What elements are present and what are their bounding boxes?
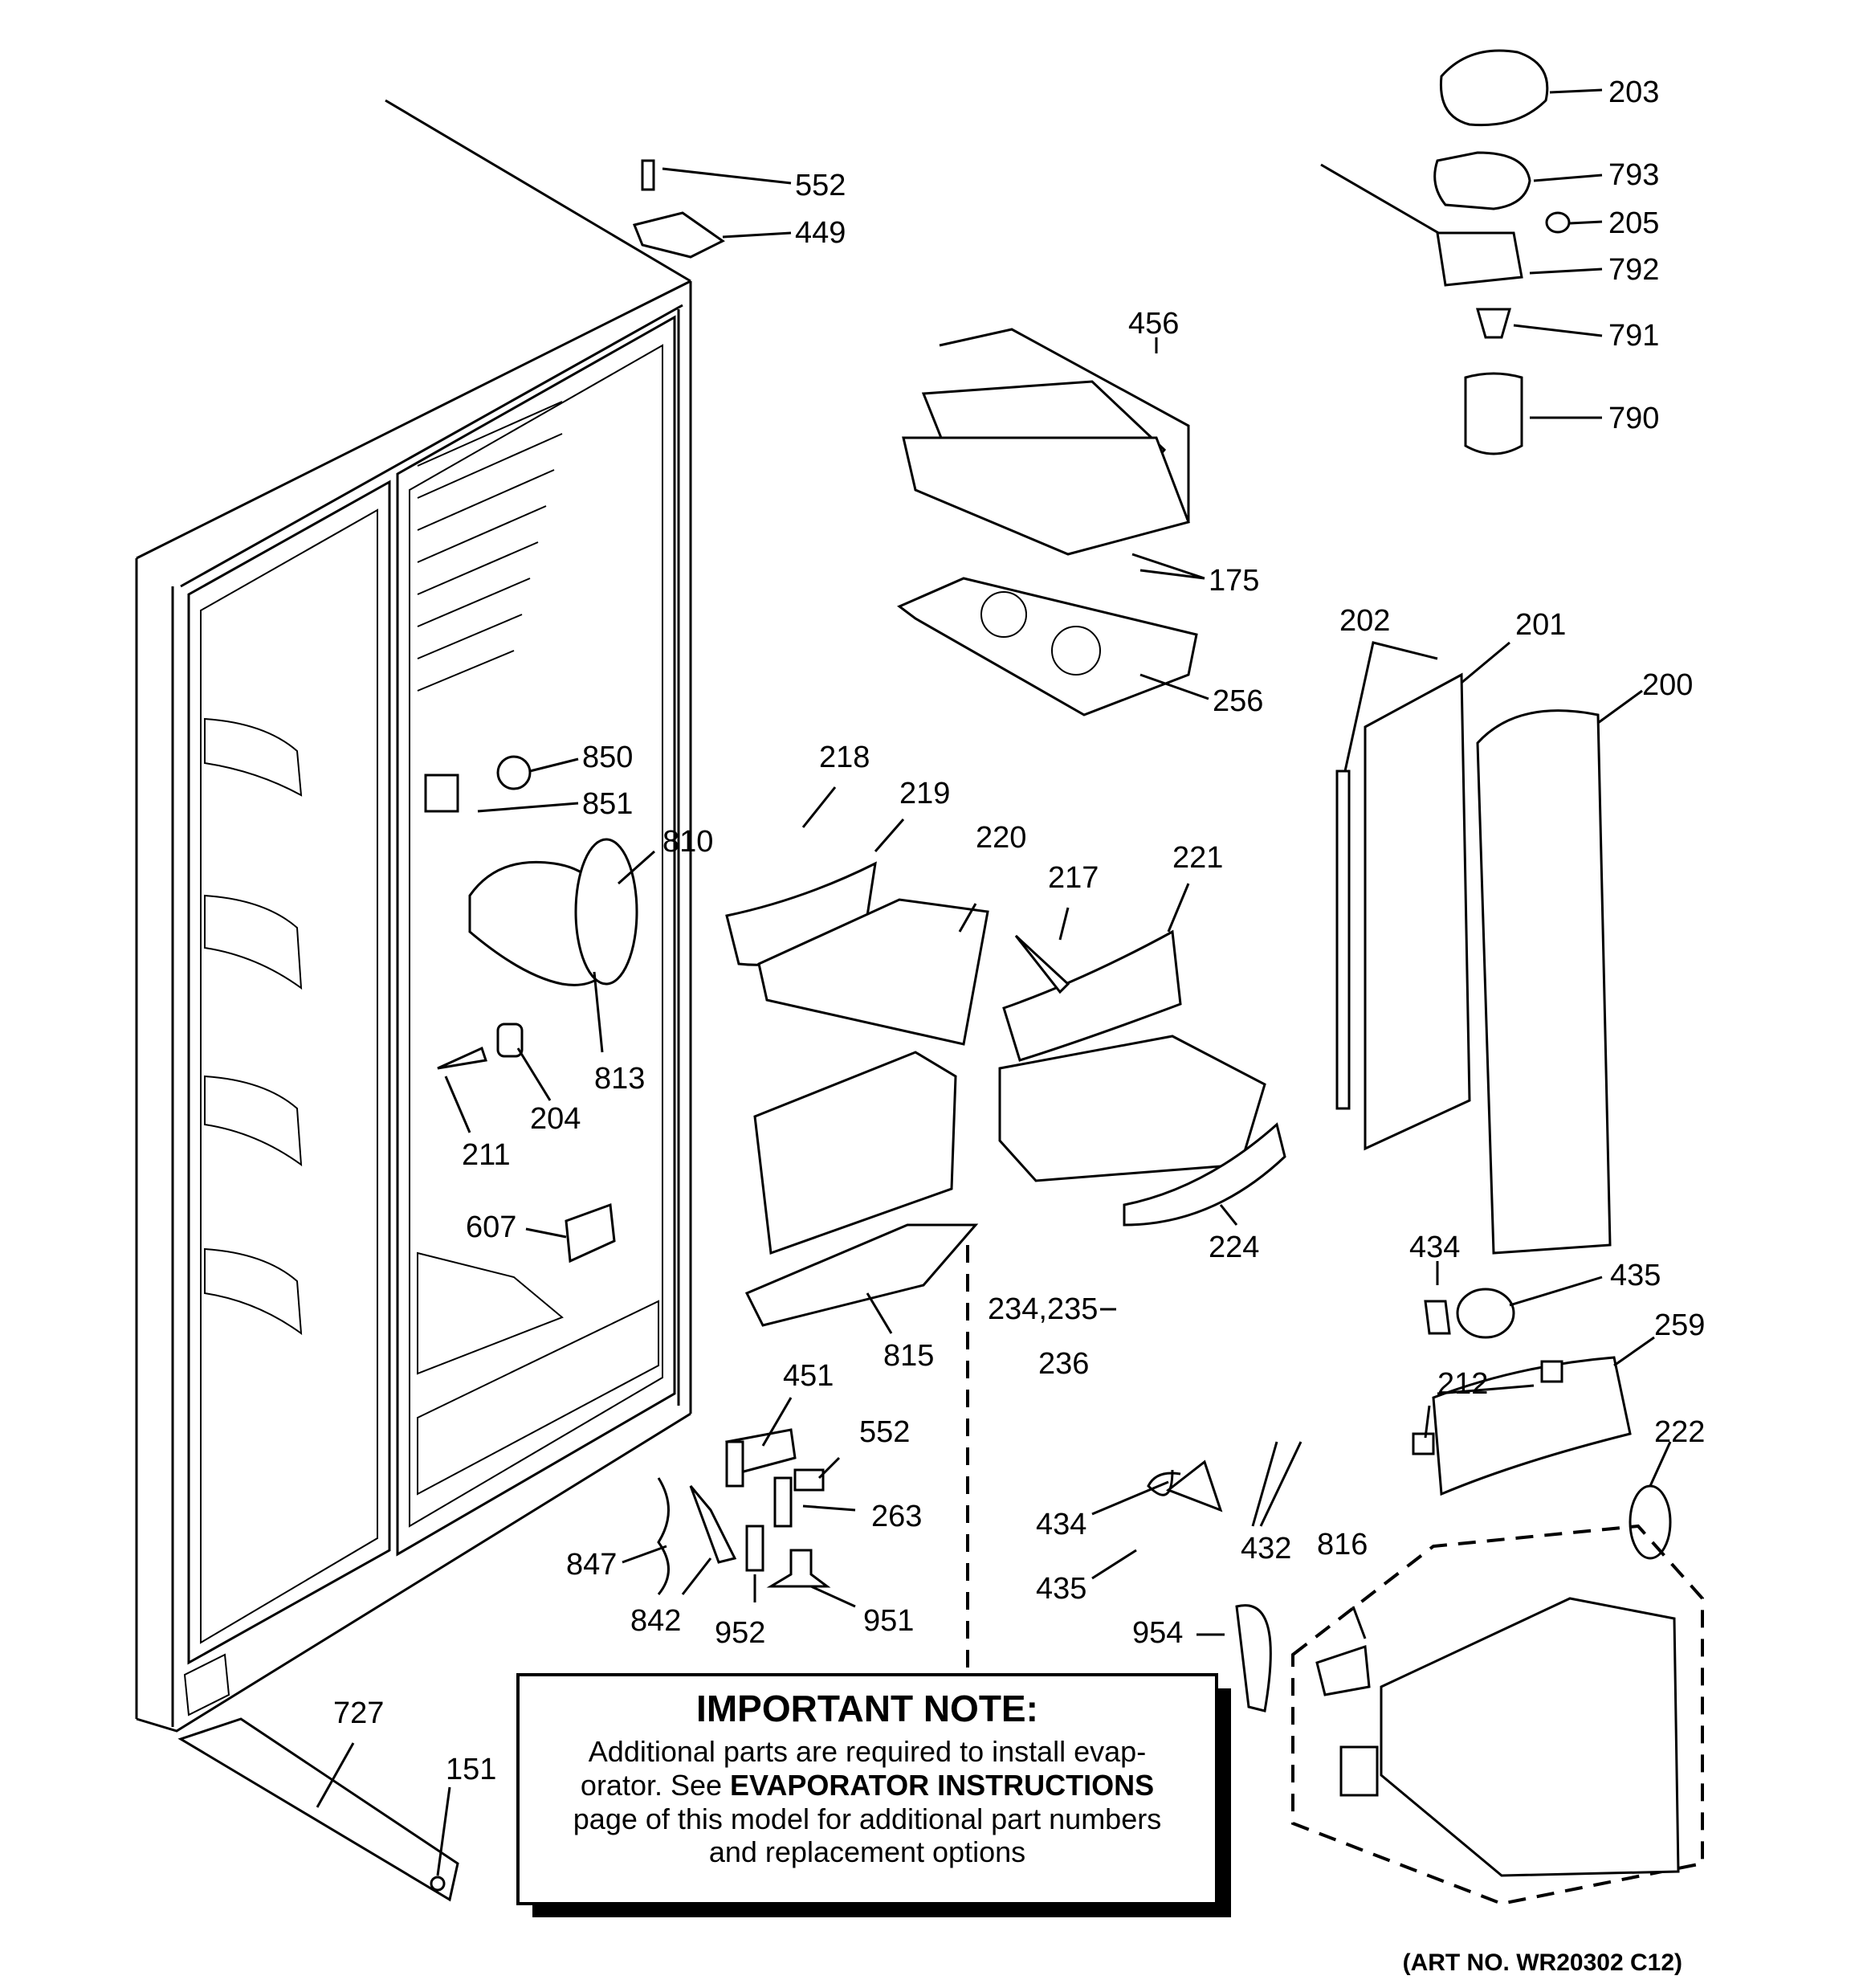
callout-456: 456: [1128, 307, 1179, 341]
callout-793: 793: [1608, 158, 1659, 192]
callout-813: 813: [594, 1062, 645, 1096]
callout-607: 607: [466, 1210, 516, 1244]
note-line-2: orator. See EVAPORATOR INSTRUCTIONS: [581, 1769, 1154, 1802]
callout-217: 217: [1048, 861, 1099, 895]
control-panel-parts: [897, 328, 1198, 716]
callout-203: 203: [1608, 76, 1659, 109]
callout-221: 221: [1172, 841, 1223, 875]
callout-851: 851: [582, 787, 633, 821]
dispenser-parts-top: [1320, 49, 1571, 455]
callout-552-top: 552: [795, 169, 846, 202]
callout-202: 202: [1339, 604, 1390, 638]
note-line-2-text: orator. See: [581, 1769, 730, 1802]
callout-552-bottom: 552: [859, 1415, 910, 1449]
icemaker-parts: [725, 861, 1286, 1327]
note-line-3: page of this model for additional part n…: [573, 1802, 1161, 1835]
callout-435-bottom: 435: [1036, 1572, 1086, 1606]
callout-224: 224: [1209, 1231, 1259, 1264]
door-liner-panels: [1335, 672, 1612, 1255]
callout-205: 205: [1608, 206, 1659, 240]
note-line-2-bold: EVAPORATOR INSTRUCTIONS: [730, 1769, 1154, 1802]
callout-434-bottom: 434: [1036, 1508, 1086, 1541]
note-line-4: and replacement options: [709, 1835, 1025, 1868]
refrigerator-cabinet: [135, 99, 692, 1733]
top-hinge: [632, 159, 725, 259]
callout-204: 204: [530, 1102, 581, 1136]
callout-842: 842: [630, 1604, 681, 1638]
important-note-box: IMPORTANT NOTE: Additional parts are req…: [516, 1673, 1231, 1917]
callout-256: 256: [1213, 684, 1263, 718]
callout-847: 847: [566, 1548, 617, 1582]
callout-810: 810: [662, 825, 713, 859]
art-number: (ART NO. WR20302 C12): [1403, 1949, 1682, 1976]
light-and-cover-parts: [1147, 1288, 1672, 1560]
callout-727: 727: [333, 1696, 384, 1730]
callout-435-top: 435: [1610, 1259, 1661, 1292]
callout-790: 790: [1608, 402, 1659, 435]
callout-220: 220: [976, 821, 1026, 855]
base-grille-parts: [177, 1717, 459, 1902]
callout-952: 952: [715, 1616, 765, 1650]
callout-222: 222: [1654, 1415, 1705, 1449]
callout-259: 259: [1654, 1308, 1705, 1342]
callout-791: 791: [1608, 319, 1659, 353]
callout-792: 792: [1608, 253, 1659, 287]
callout-201: 201: [1515, 608, 1566, 642]
callout-816: 816: [1317, 1528, 1368, 1561]
callout-218: 218: [819, 741, 870, 774]
callout-175: 175: [1209, 564, 1259, 598]
callout-954: 954: [1132, 1616, 1183, 1650]
callout-219: 219: [899, 777, 950, 810]
callout-432: 432: [1241, 1532, 1291, 1565]
callout-434-top: 434: [1409, 1231, 1460, 1264]
callout-263: 263: [871, 1500, 922, 1533]
callout-leaders: [316, 88, 1672, 1876]
callout-815: 815: [883, 1339, 934, 1373]
callout-451: 451: [783, 1359, 834, 1393]
callout-234-235: 234,235: [988, 1292, 1098, 1326]
hinge-parts-bottom: [657, 1428, 831, 1595]
callout-212: 212: [1437, 1367, 1488, 1401]
callout-236: 236: [1038, 1347, 1089, 1381]
callout-labels: 203 793 205 792 791 790 552 449 456 175 …: [333, 76, 1705, 1786]
callout-151: 151: [446, 1753, 496, 1786]
note-line-1: Additional parts are required to install…: [589, 1735, 1146, 1768]
note-title: IMPORTANT NOTE:: [696, 1688, 1038, 1729]
callout-449: 449: [795, 216, 846, 250]
callout-200: 200: [1642, 668, 1693, 702]
assembly-816-dashed-boundary: [1291, 1524, 1704, 1906]
callout-951: 951: [863, 1604, 914, 1638]
assembly-816: [1235, 1597, 1680, 1877]
callout-211: 211: [462, 1138, 511, 1172]
fan-and-controls: [424, 755, 638, 1263]
callout-850: 850: [582, 741, 633, 774]
